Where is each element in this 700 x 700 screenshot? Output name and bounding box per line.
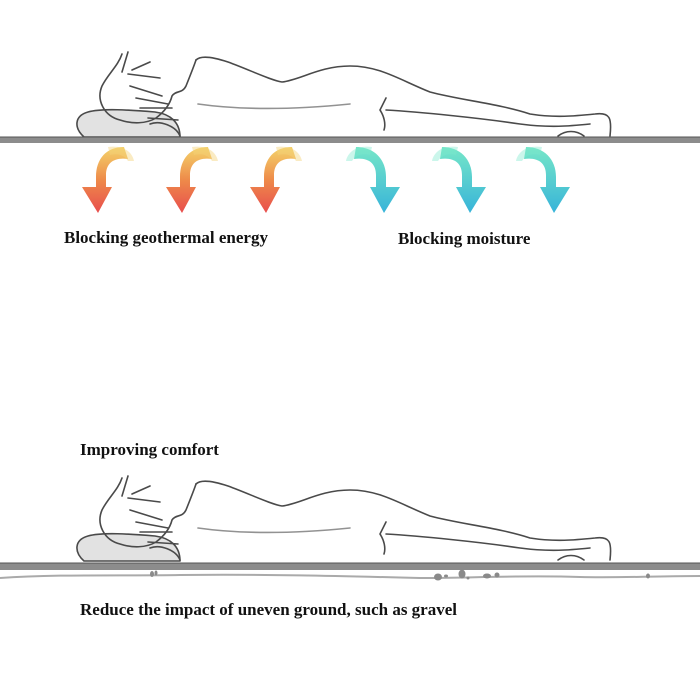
mat-top — [0, 137, 700, 143]
pillow-shape — [76, 532, 181, 562]
mat-bottom — [0, 563, 700, 570]
label-blocking-geothermal: Blocking geothermal energy — [64, 228, 268, 247]
gravel-stones — [150, 569, 650, 581]
body-outline — [195, 56, 612, 137]
label-improving-comfort: Improving comfort — [80, 440, 219, 459]
moisture-arrow-icon — [346, 146, 400, 213]
label-blocking-moisture: Blocking moisture — [398, 229, 531, 248]
moisture-arrows — [346, 146, 570, 213]
moisture-arrow-icon — [516, 146, 570, 213]
heat-arrow-icon — [82, 146, 134, 213]
label-reduce-impact: Reduce the impact of uneven ground, such… — [80, 600, 457, 619]
uneven-ground — [0, 569, 700, 581]
heat-arrow-icon — [250, 146, 302, 213]
heat-arrows — [82, 146, 302, 213]
sleeper-figure-bottom — [76, 475, 612, 562]
body-outline — [195, 480, 612, 561]
moisture-arrow-icon — [432, 146, 486, 213]
pillow-shape — [76, 108, 181, 138]
heat-arrow-icon — [166, 146, 218, 213]
sleeper-figure-top — [76, 51, 612, 138]
